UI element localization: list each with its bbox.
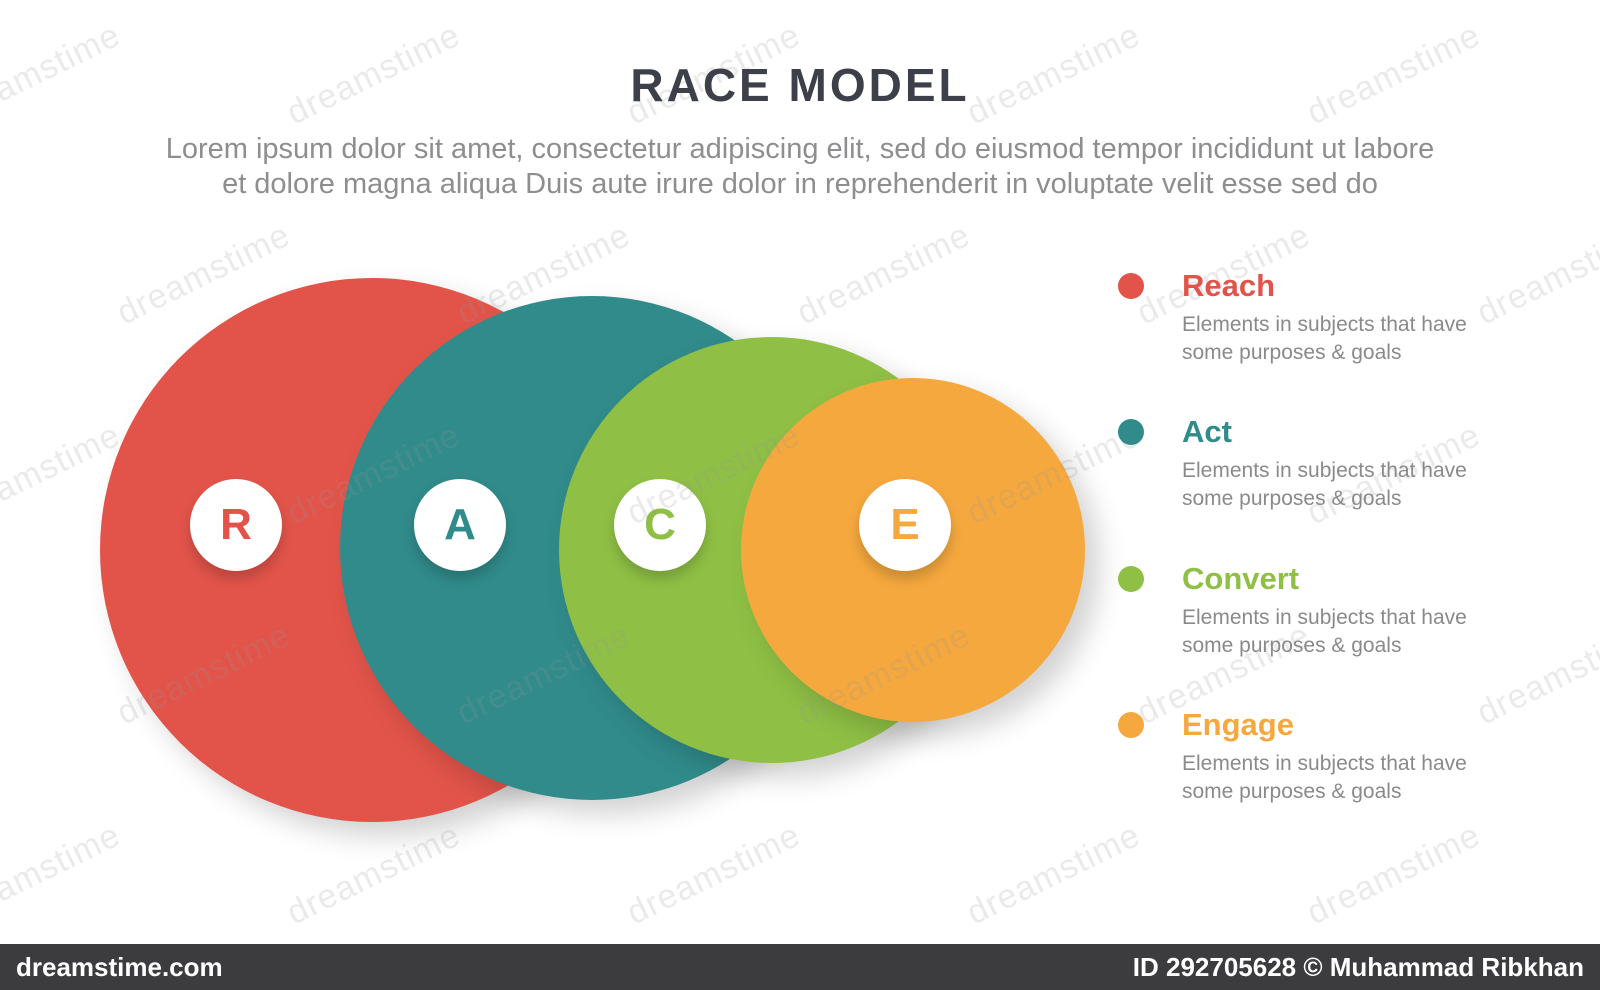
letter-badge-c: C (614, 479, 706, 571)
legend-desc-reach-line1: Elements in subjects that have (1182, 313, 1467, 336)
page-description: Lorem ipsum dolor sit amet, consectetur … (0, 132, 1600, 203)
legend-desc-convert-line1: Elements in subjects that have (1182, 605, 1467, 629)
letter-a: A (444, 500, 476, 549)
convert-dot-icon (1118, 565, 1144, 592)
legend-item-act: Act Elements in subjects that have some … (1118, 414, 1538, 512)
legend-label-engage: Engage (1182, 707, 1294, 743)
legend-label-act: Act (1182, 414, 1232, 450)
legend-desc-engage-line2: some purposes & goals (1182, 780, 1402, 804)
legend-desc-engage-line1: Elements in subjects that have (1182, 752, 1467, 776)
legend-desc-act-line2: some purposes & goals (1182, 487, 1402, 511)
image-credit-text: ID 292705628 © Muhammad Ribkhan (1132, 951, 1584, 982)
legend-desc-convert: Elements in subjects that have some purp… (1182, 604, 1538, 659)
letter-r: R (220, 500, 252, 549)
credit-bar: dreamstime.com ID 292705628 © Muhammad R… (0, 944, 1600, 990)
legend-desc-convert-line2: some purposes & goals (1182, 633, 1402, 657)
legend-item-engage: Engage Elements in subjects that have so… (1118, 707, 1538, 805)
legend-desc-engage: Elements in subjects that have some purp… (1182, 750, 1538, 805)
letter-e: E (890, 500, 920, 549)
legend-desc-act-line1: Elements in subjects that have (1182, 459, 1467, 483)
description-line-2: et dolore magna aliqua Duis aute irure d… (222, 168, 1378, 201)
legend-item-reach: Reach Elements in subjects that have som… (1118, 268, 1538, 366)
letter-c: C (644, 500, 676, 549)
legend-label-convert: Convert (1182, 560, 1300, 596)
letter-badge-a: A (414, 479, 506, 571)
legend-desc-reach: Elements in subjects that have some purp… (1182, 311, 1538, 366)
letter-badge-r: R (190, 479, 282, 571)
legend-label-reach: Reach (1182, 268, 1276, 303)
legend-desc-reach-line2: some purposes & goals (1182, 340, 1402, 364)
act-dot-icon (1118, 419, 1144, 446)
page-title: RACE MODEL (630, 59, 970, 111)
legend: Reach Elements in subjects that have som… (1118, 268, 1538, 806)
engage-dot-icon (1118, 712, 1144, 739)
description-line-1: Lorem ipsum dolor sit amet, consectetur … (165, 133, 1435, 165)
letter-badge-e: E (859, 479, 951, 571)
legend-item-convert: Convert Elements in subjects that have s… (1118, 561, 1538, 659)
watermark-site-text: dreamstime.com (16, 951, 223, 982)
legend-desc-act: Elements in subjects that have some purp… (1182, 457, 1538, 512)
reach-dot-icon (1118, 273, 1144, 299)
